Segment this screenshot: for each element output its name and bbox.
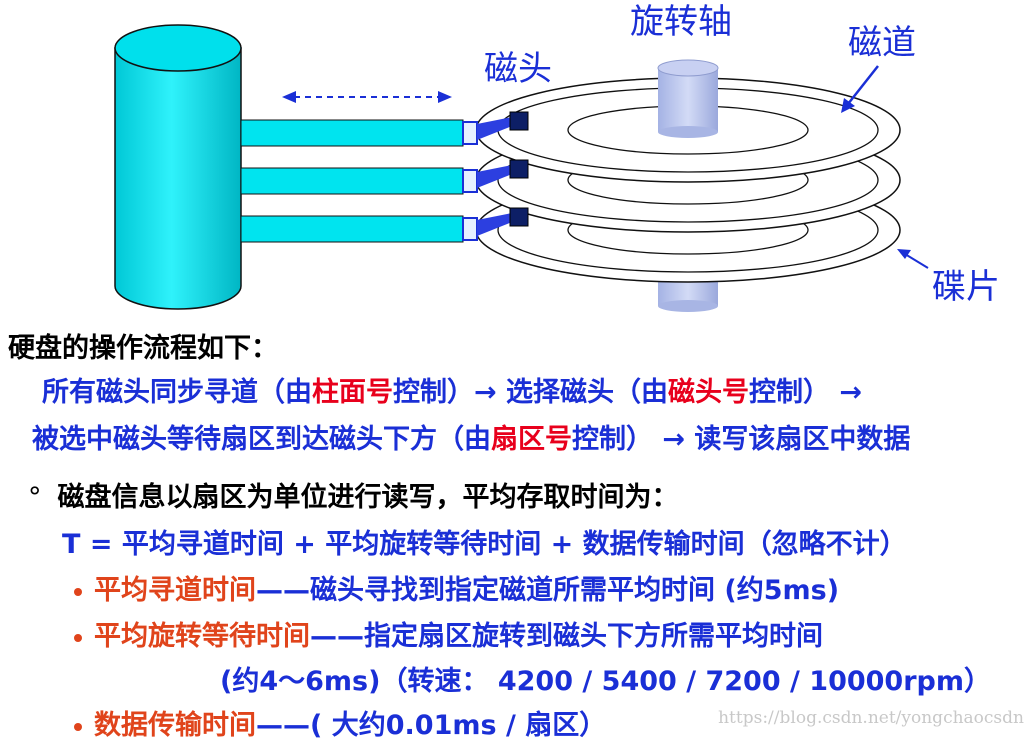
- access-time-formula: T = 平均寻道时间 + 平均旋转等待时间 + 数据传输时间（忽略不计）: [62, 529, 907, 560]
- head-label: 磁头: [484, 49, 552, 89]
- bullet-dot-icon: [74, 722, 82, 731]
- bullet-dot-icon: [74, 587, 82, 596]
- flow-step-1: 所有磁头同步寻道（由柱面号控制）→ 选择磁头（由磁头号控制） →: [42, 377, 863, 408]
- spindle-label: 旋转轴: [630, 2, 732, 42]
- head-arm-2: [240, 159, 529, 195]
- seek-time-item: 平均寻道时间——磁头寻找到指定磁道所需平均时间 (约5ms): [74, 574, 839, 608]
- transfer-time-item: 数据传输时间——( 大约0.01ms / 扇区）: [74, 709, 606, 743]
- track-label: 磁道: [848, 23, 916, 63]
- rotation-time-detail: (约4～6ms)（转速： 4200 / 5400 / 7200 / 10000r…: [220, 666, 991, 697]
- access-time-title: °磁盘信息以扇区为单位进行读写，平均存取时间为：: [28, 482, 679, 513]
- watermark: https://blog.csdn.net/yongchaocsdn: [718, 708, 1024, 728]
- actuator-cylinder: [114, 24, 242, 310]
- track-pointer-arrow: [841, 65, 879, 113]
- head-number: 磁头号: [668, 377, 750, 408]
- platter-label: 碟片: [932, 267, 1000, 307]
- rotation-time-item: 平均旋转等待时间——指定扇区旋转到磁头下方所需平均时间: [74, 620, 823, 654]
- hard-disk-diagram: 旋转轴 磁头 磁道 碟片: [114, 2, 1000, 312]
- process-heading: 硬盘的操作流程如下：: [8, 333, 278, 364]
- platter-pointer-arrow: [897, 249, 929, 269]
- bullet-icon: °: [28, 482, 42, 513]
- cylinder-number: 柱面号: [312, 377, 393, 408]
- bullet-dot-icon: [74, 633, 82, 642]
- head-arm-3: [240, 207, 529, 243]
- spindle-top: [657, 59, 719, 138]
- head-arm-1: [240, 111, 529, 147]
- flow-step-2: 被选中磁头等待扇区到达磁头下方（由扇区号控制） → 读写该扇区中数据: [32, 424, 911, 455]
- sector-number: 扇区号: [491, 424, 572, 455]
- seek-direction-arrow: [282, 91, 452, 103]
